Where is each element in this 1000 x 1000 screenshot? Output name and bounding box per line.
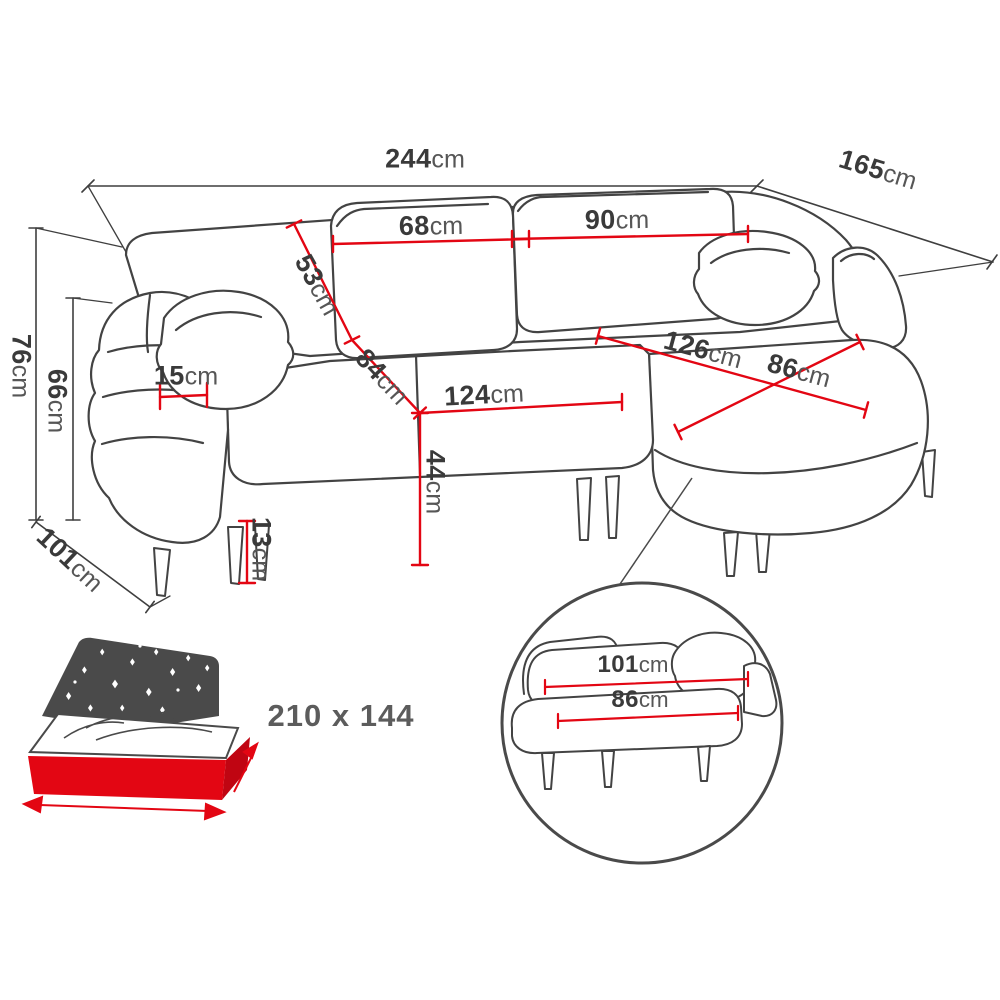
bed-icon xyxy=(21,637,259,821)
dim-seat-width: 124cm xyxy=(443,379,525,412)
right-armrest xyxy=(831,246,908,350)
outer-dimension-lines xyxy=(28,179,998,614)
bed-stars xyxy=(66,644,210,714)
dim-back-cushion-small: 68cm xyxy=(398,210,464,242)
right-pillow xyxy=(692,229,821,327)
inset-seat xyxy=(510,687,743,755)
bed-blanket-folds xyxy=(63,710,213,741)
inset-armrest xyxy=(743,662,778,718)
inset-dim-overall-depth: 101cm xyxy=(597,651,669,678)
bed-headboard xyxy=(42,637,219,730)
back-cushion-left xyxy=(329,195,519,360)
dim-seat-height: 44cm xyxy=(420,449,451,515)
bed-dimension-arrows xyxy=(21,741,259,821)
bed-base-side xyxy=(222,737,250,800)
dim-total-width: 244cm xyxy=(385,143,465,174)
inset-dimension-lines xyxy=(543,670,750,730)
bed-size-label: 210 x 144 xyxy=(267,698,415,733)
bed-base-front xyxy=(28,756,226,800)
sofa-legs xyxy=(153,449,936,597)
dim-leg-height: 13cm xyxy=(246,516,277,582)
dim-back-cushion-large: 90cm xyxy=(584,204,650,236)
dim-armrest-height: 66cm xyxy=(42,368,73,434)
inset-dim-seat-depth: 86cm xyxy=(611,686,669,713)
dim-armrest-width: 15cm xyxy=(153,360,219,391)
inset-detail xyxy=(500,477,784,865)
chaise xyxy=(647,338,929,536)
dim-total-height: 76cm xyxy=(6,333,37,399)
sofa-body xyxy=(87,187,929,544)
inset-leader-line xyxy=(617,477,693,588)
inner-dimension-lines xyxy=(158,219,870,585)
bed-mattress-top xyxy=(28,712,240,760)
